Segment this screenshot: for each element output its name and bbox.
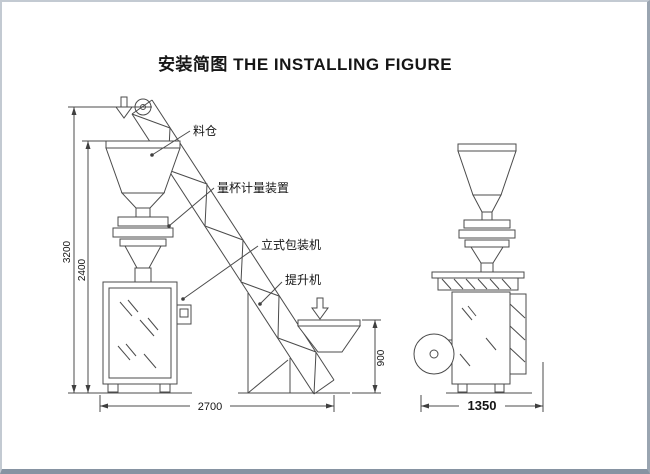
measuring-device-side: [458, 219, 516, 273]
control-panel-box: [176, 304, 192, 325]
film-roll: [413, 333, 455, 375]
storage-hopper-front: [105, 140, 181, 218]
dimension-900: 900: [352, 319, 387, 394]
dimension-900-value: 900: [376, 349, 387, 366]
dimension-2400: 2400: [77, 140, 114, 393]
dimension-3200-value: 3200: [62, 240, 73, 263]
dimension-2400-value: 2400: [77, 258, 88, 281]
front-view: [98, 96, 361, 395]
packing-machine-label: 立式包装机: [261, 237, 321, 252]
dimension-2700: 2700: [99, 395, 335, 413]
measuring-device-front: [112, 216, 174, 283]
control-screen: [179, 308, 189, 318]
dimension-2700-value: 2700: [198, 401, 222, 413]
page-title: 安装简图 THE INSTALLING FIGURE: [157, 55, 453, 74]
packing-body-side: [446, 291, 532, 394]
dimension-1350: 1350: [420, 362, 544, 413]
packing-cabinet-front: [98, 281, 192, 394]
dimension-1350-value: 1350: [468, 398, 497, 413]
rear-panel-side: [509, 293, 527, 375]
dimension-3200: 3200: [62, 106, 152, 394]
side-view: [413, 143, 532, 394]
material-drop-arrow-feed-icon: [311, 297, 329, 320]
elevator-feed-hopper: [296, 297, 361, 353]
feeder-tray-side: [431, 271, 525, 291]
callout-hopper: 料仓: [150, 124, 217, 157]
hopper-label: 料仓: [193, 124, 217, 138]
storage-hopper-side: [457, 143, 517, 221]
callout-measuring-device: 量杯计量装置: [167, 181, 289, 228]
callout-packing-machine: 立式包装机: [181, 237, 321, 301]
measuring-device-label: 量杯计量装置: [217, 181, 289, 195]
elevator-label: 提升机: [285, 272, 321, 287]
callout-elevator: 提升机: [258, 272, 321, 306]
